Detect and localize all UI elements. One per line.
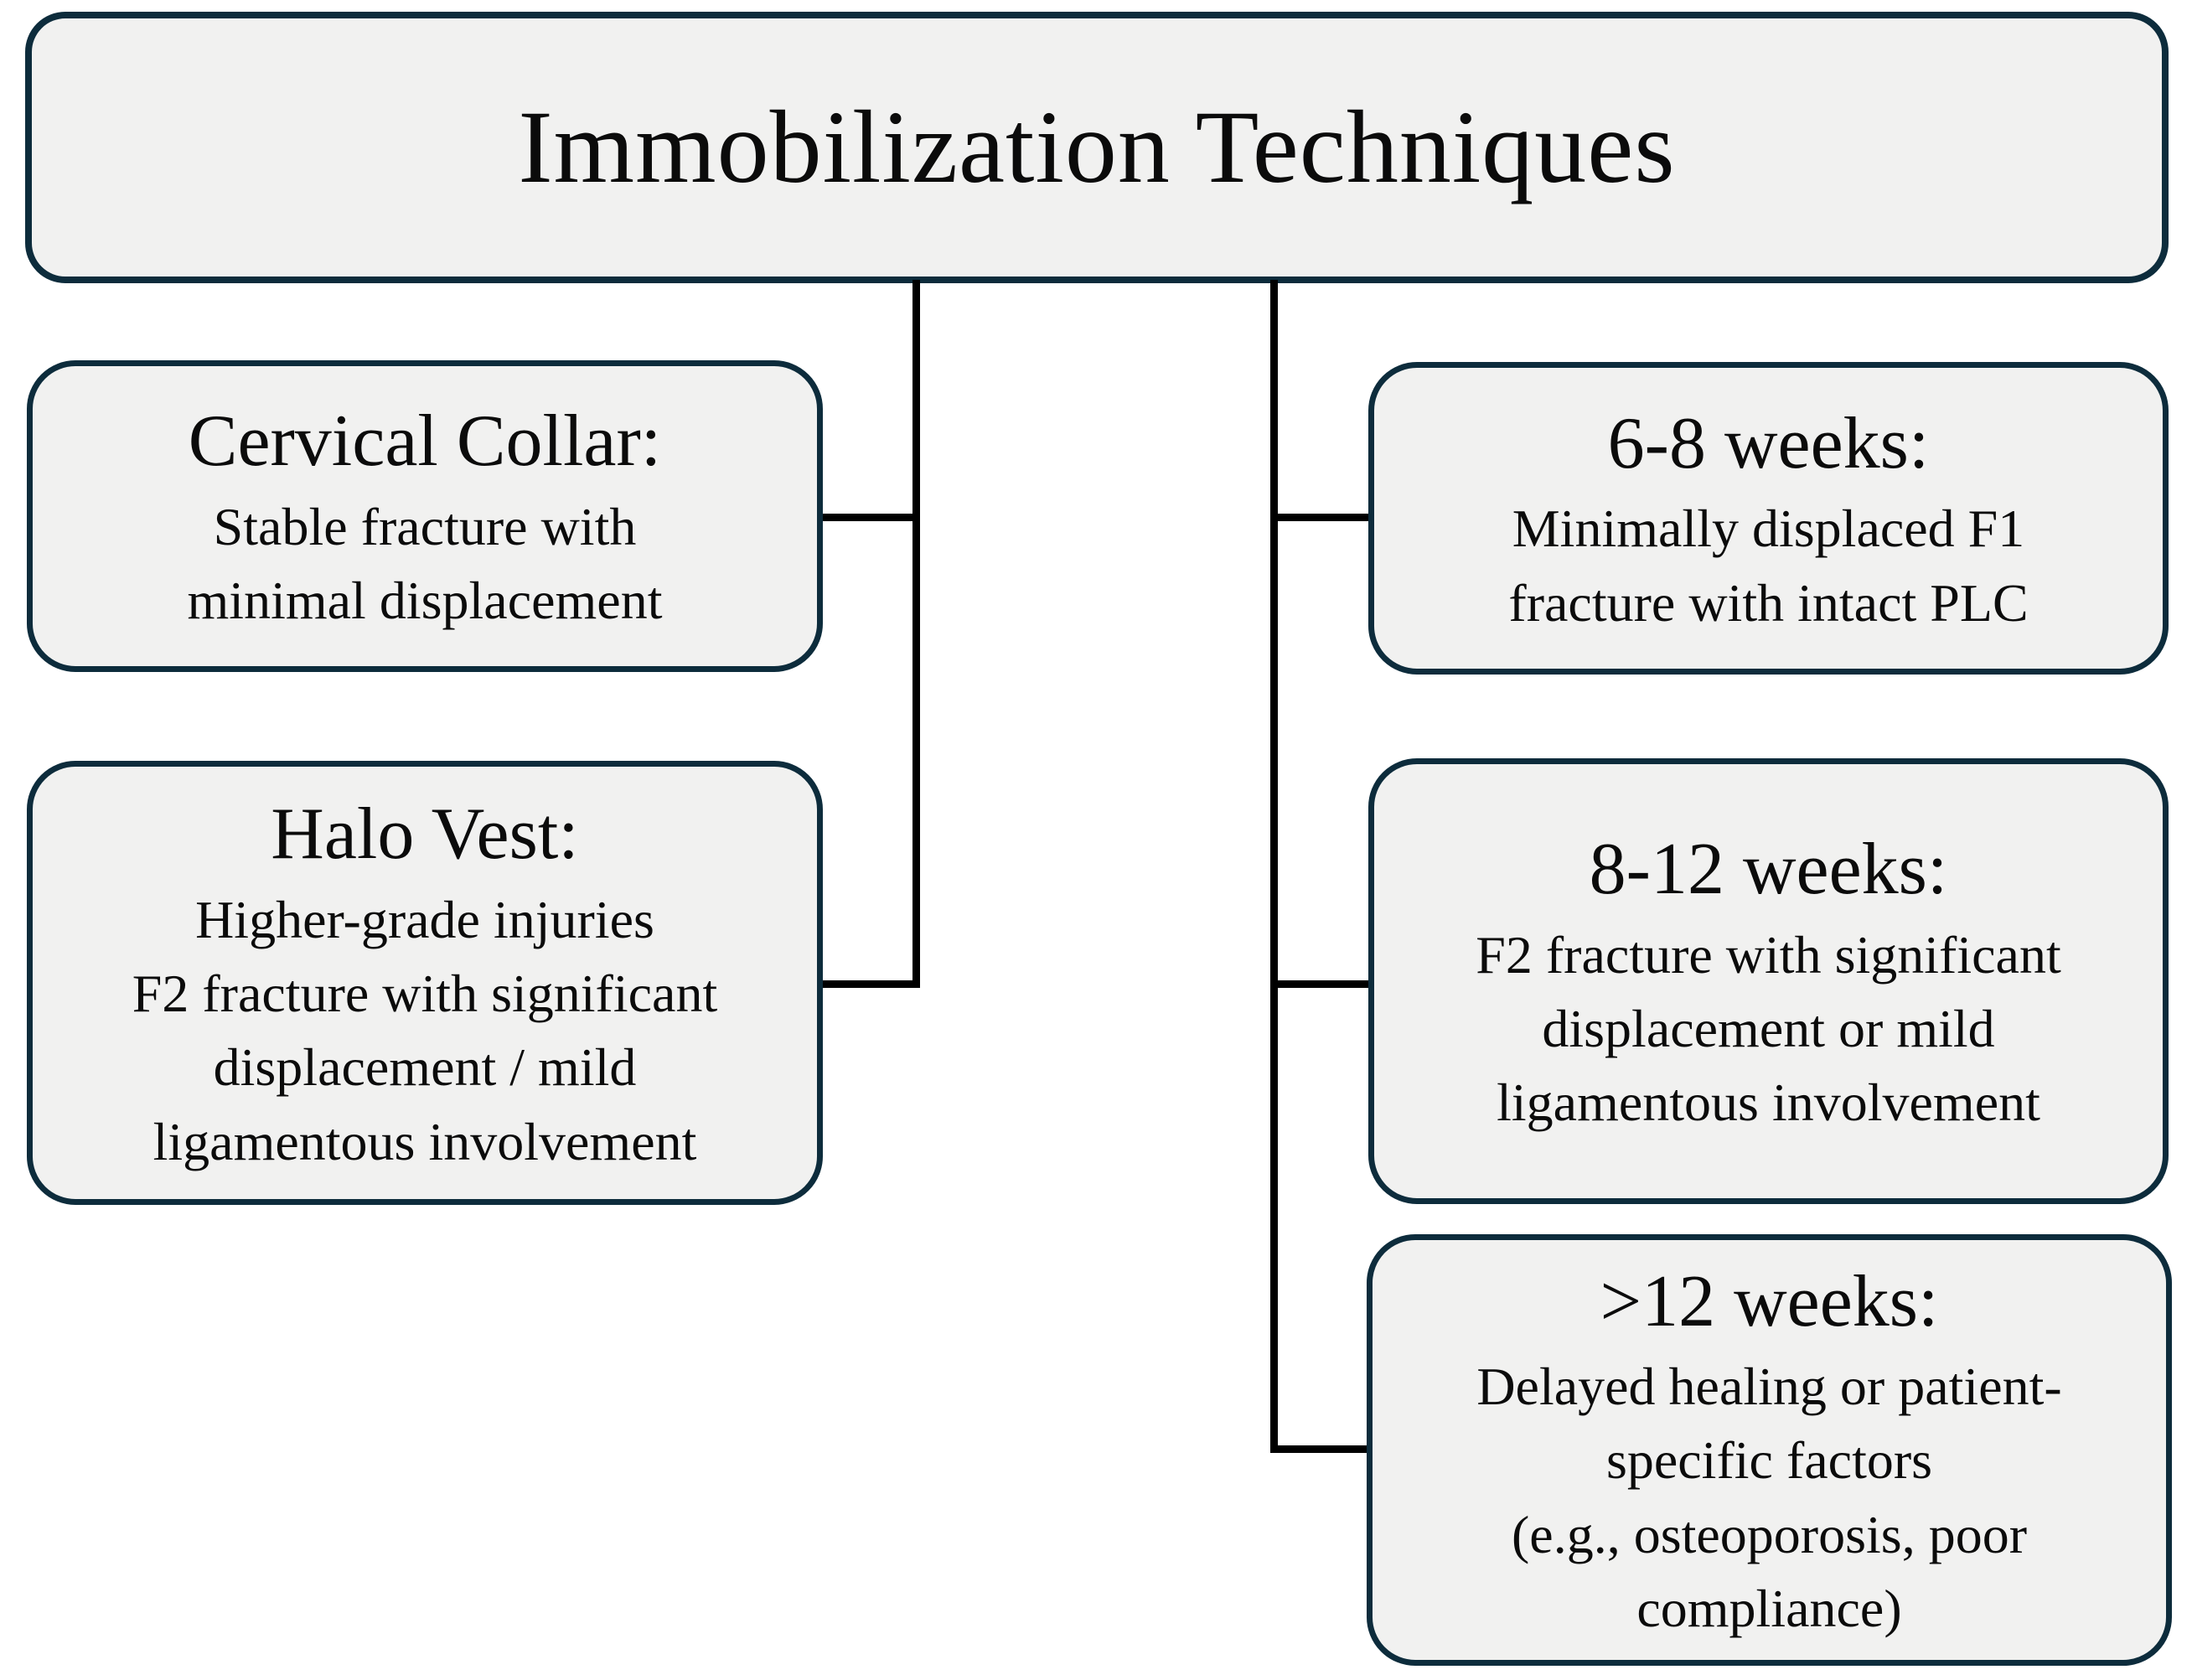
node-body-line: ligamentous involvement (1497, 1073, 2040, 1133)
node-body-line: F2 fracture with significant (132, 963, 718, 1023)
connector-8-12-weeks (1270, 980, 1373, 988)
node-body-line: specific factors (1605, 1430, 1933, 1491)
node-body-line: fracture with intact PLC (1508, 572, 2029, 633)
page-title: Immobilization Techniques (518, 89, 1676, 204)
node-6-8-weeks: 6-8 weeks: Minimally displaced F1 fractu… (1368, 362, 2169, 675)
node-heading: Halo Vest: (271, 793, 579, 876)
node-body-line: minimal displacement (187, 571, 663, 631)
node-body-line: displacement / mild (213, 1037, 637, 1098)
node-body-line: displacement or mild (1542, 999, 1995, 1059)
node-over-12-weeks: >12 weeks: Delayed healing or patient- s… (1367, 1234, 2172, 1666)
connector-6-8-weeks (1270, 514, 1373, 521)
node-body-line: compliance) (1636, 1579, 1902, 1638)
node-title: Immobilization Techniques (25, 12, 2169, 283)
node-heading: 8-12 weeks: (1589, 829, 1948, 911)
node-body-line: ligamentous involvement (153, 1111, 697, 1171)
node-8-12-weeks: 8-12 weeks: F2 fracture with significant… (1368, 758, 2169, 1204)
connector-cervical-collar (819, 514, 920, 521)
node-heading: Cervical Collar: (188, 401, 662, 483)
node-body-line: Higher-grade injuries (195, 889, 654, 949)
node-heading: >12 weeks: (1600, 1260, 1939, 1342)
node-cervical-collar: Cervical Collar: Stable fracture with mi… (27, 360, 823, 672)
node-body-line: Delayed healing or patient- (1476, 1357, 2062, 1417)
node-body-line: F2 fracture with significant (1476, 924, 2061, 985)
connector-halo-vest (819, 980, 920, 988)
connector-12-weeks (1270, 1445, 1373, 1453)
connector-trunk-right (1270, 280, 1278, 1453)
node-body-line: (e.g., osteoporosis, poor (1511, 1504, 2028, 1564)
node-body-line: Minimally displaced F1 (1512, 499, 2025, 559)
node-halo-vest: Halo Vest: Higher-grade injuries F2 frac… (27, 761, 823, 1205)
node-heading: 6-8 weeks: (1607, 402, 1930, 484)
node-body-line: Stable fracture with (213, 496, 637, 556)
connector-trunk-left (912, 280, 920, 988)
